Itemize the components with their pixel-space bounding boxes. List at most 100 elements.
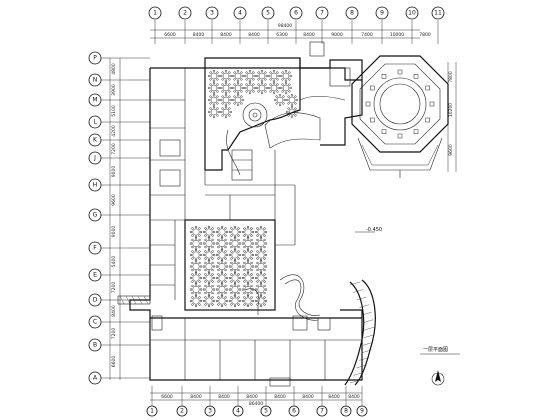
chair	[278, 103, 282, 106]
chair	[194, 304, 198, 308]
chair	[240, 95, 243, 98]
chair	[212, 91, 216, 94]
axis-label: K	[93, 137, 98, 144]
chair	[256, 280, 259, 283]
chair	[224, 245, 227, 249]
chair	[246, 260, 250, 263]
chair	[191, 234, 194, 237]
chair	[237, 238, 240, 242]
chair	[290, 94, 294, 97]
chair	[287, 102, 290, 105]
chair	[198, 234, 201, 237]
booth-seat	[370, 85, 375, 91]
chair	[220, 270, 224, 273]
chair	[243, 227, 246, 230]
chair	[194, 225, 198, 229]
chair	[272, 82, 276, 85]
axis-bubble	[261, 6, 275, 20]
chair	[237, 296, 240, 299]
chair	[245, 90, 248, 93]
booth-seat	[365, 101, 371, 107]
chair	[237, 227, 240, 230]
chair	[217, 238, 220, 242]
dimension-text: 4200	[111, 125, 117, 137]
round-table	[210, 84, 218, 92]
chair	[209, 102, 212, 105]
chair	[237, 284, 240, 288]
axis-label: G	[93, 212, 98, 219]
chair	[211, 257, 214, 260]
chair	[191, 291, 194, 295]
chair	[246, 237, 250, 240]
chair	[221, 90, 224, 93]
chair	[202, 253, 206, 257]
chair	[250, 261, 253, 265]
chair	[264, 71, 267, 74]
chair	[233, 260, 237, 263]
north-arrow-icon	[431, 370, 445, 386]
chair	[240, 78, 243, 81]
chair	[257, 78, 260, 81]
chair	[189, 242, 193, 245]
chair	[256, 250, 259, 253]
chair	[228, 265, 232, 268]
chair	[207, 294, 211, 298]
chair	[212, 82, 216, 85]
chair	[217, 98, 220, 102]
chair	[198, 291, 201, 295]
chair	[198, 238, 201, 242]
axis-bubble	[88, 241, 102, 255]
dimension-text: 9600	[448, 144, 454, 156]
axis-label: A	[93, 375, 98, 382]
chair	[259, 235, 263, 239]
chair	[260, 82, 264, 85]
chair	[212, 242, 216, 245]
chair	[290, 106, 294, 109]
chair	[250, 238, 253, 242]
axis-bubble	[88, 115, 102, 129]
paving-hatch	[349, 281, 361, 286]
chair	[207, 248, 211, 252]
axis-bubble	[88, 371, 102, 385]
dimension-text: 8400	[190, 394, 202, 400]
chair	[237, 257, 240, 260]
chair	[204, 280, 207, 283]
round-table	[231, 240, 239, 247]
chair	[246, 283, 250, 286]
chair	[256, 291, 259, 295]
chair	[252, 90, 255, 93]
chair	[280, 74, 283, 78]
chair	[189, 253, 193, 257]
chair	[220, 304, 224, 308]
chair	[217, 234, 220, 237]
axis-bubble	[260, 405, 272, 417]
chair	[243, 257, 246, 260]
chair	[220, 225, 224, 229]
dimension-text: 9000	[111, 226, 117, 238]
main-building-walls	[117, 57, 363, 387]
chair	[263, 303, 266, 306]
chair	[199, 230, 203, 234]
chair	[233, 90, 236, 93]
chair	[194, 283, 198, 286]
chair	[207, 304, 211, 308]
chair	[287, 114, 290, 117]
chair	[217, 284, 220, 288]
chair	[254, 242, 258, 245]
round-table	[244, 240, 252, 247]
east-connector	[299, 41, 363, 146]
booth-seat	[413, 74, 419, 79]
chair	[264, 253, 268, 257]
chair	[204, 268, 207, 272]
chair	[268, 86, 271, 90]
chair	[230, 227, 233, 230]
chair	[259, 304, 263, 308]
chair	[256, 268, 259, 272]
axis-bubble	[146, 405, 158, 417]
chair	[230, 303, 233, 306]
chair	[207, 271, 211, 275]
chair	[284, 79, 288, 82]
chair	[194, 258, 198, 262]
octagon-pavilion	[351, 55, 449, 178]
chair	[263, 234, 266, 237]
